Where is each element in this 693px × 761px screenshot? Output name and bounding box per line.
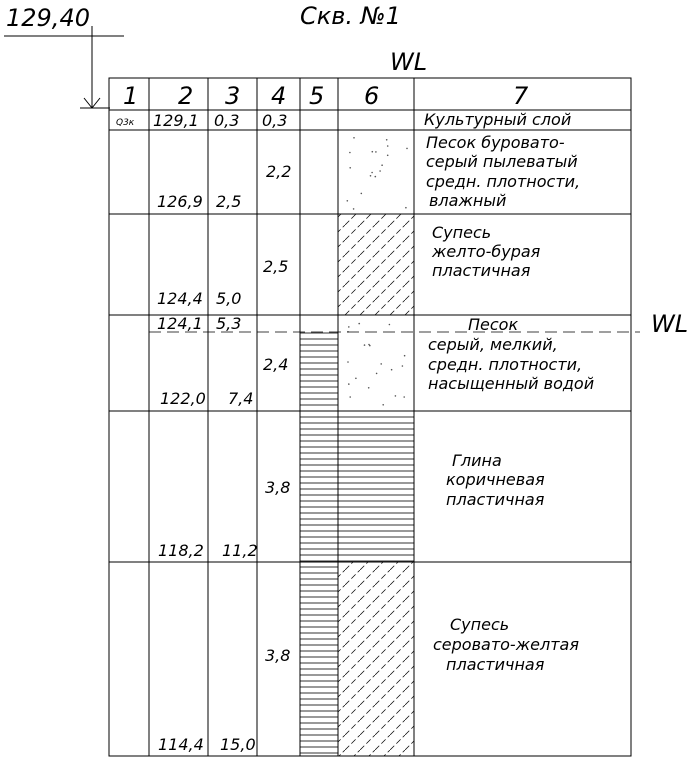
layer-5-elevation: 114,4 — [158, 735, 204, 754]
first-row-thickness: 0,3 — [262, 111, 287, 130]
sand-dot — [375, 151, 377, 153]
elevation-arrow-right — [91, 97, 101, 109]
header-col-2: 2 — [178, 82, 193, 110]
layer-2-elevation: 124,4 — [157, 289, 203, 308]
sand-dot — [363, 344, 366, 346]
sand-dot — [371, 150, 374, 153]
sand-dot — [375, 372, 378, 375]
layer-2-desc-line-1: Супесь — [432, 223, 491, 242]
header-col-3: 3 — [225, 82, 240, 110]
sand-dot — [358, 322, 361, 325]
layer-4-depth: 11,2 — [222, 541, 258, 560]
water-level-elevation: 124,1 — [157, 314, 203, 333]
sand-dot — [403, 396, 406, 398]
header-col-1: 1 — [123, 82, 138, 110]
layer-4-elevation: 118,2 — [158, 541, 204, 560]
wl-label-right: WL — [651, 310, 688, 338]
borehole-title: Скв. №1 — [300, 2, 401, 30]
wl-label-top: WL — [390, 48, 427, 76]
sand-dot — [405, 206, 407, 209]
layer-5-desc-line-1: Супесь — [450, 615, 509, 634]
log-table-frame — [108, 77, 632, 757]
layer-3-desc-line-3: средн. плотности, — [428, 355, 582, 374]
water-level-depth: 5,3 — [216, 314, 241, 333]
layer-1-desc-line-3: средн. плотности, — [426, 172, 580, 191]
first-row-depth: 0,3 — [214, 111, 239, 130]
sand-dot — [385, 139, 388, 141]
lithology-clay — [338, 411, 414, 562]
sand-dot — [379, 170, 381, 172]
first-row-description: Культурный слой — [424, 110, 571, 129]
sand-dot — [374, 175, 377, 178]
header-col-6: 6 — [364, 82, 379, 110]
sand-dot — [349, 151, 351, 154]
sand-dot — [386, 154, 389, 157]
elevation-top-label: 129,40 — [6, 4, 90, 32]
lithology-sandy-loam-2 — [338, 562, 414, 756]
layer-1-desc-line-1: Песок бурова­то- — [426, 133, 565, 152]
layer-4-desc-line-2: коричневая — [446, 470, 545, 489]
layer-3-thickness: 2,4 — [263, 355, 288, 374]
layer-3-desc-line-4: насыщенный водой — [428, 374, 594, 393]
water-saturation-column — [300, 332, 338, 756]
layer-3-desc-line-2: серый, мелкий, — [428, 335, 558, 354]
sand-dot — [381, 164, 383, 166]
sand-dot — [355, 377, 357, 380]
sand-dot — [382, 404, 385, 406]
header-col-7: 7 — [513, 82, 529, 110]
layer-5-desc-line-3: пластичная — [446, 655, 545, 674]
sand-dot — [348, 383, 350, 385]
layer-3-desc-line-1: Песок — [468, 315, 518, 334]
layer-1-desc-line-2: серый пылеватый — [426, 152, 578, 171]
sand-dot — [348, 326, 350, 328]
sand-dot — [388, 323, 391, 326]
layer-4-thickness: 3,8 — [265, 478, 290, 497]
sand-dot — [347, 361, 349, 363]
layer-1-desc-line-4: влажный — [429, 191, 506, 210]
layer-1-thickness: 2,2 — [266, 162, 291, 181]
layer-5-desc-line-2: серовато-желтая — [433, 635, 579, 654]
sand-dot — [406, 147, 408, 150]
sand-dot — [369, 344, 371, 347]
layer-1-depth: 2,5 — [216, 192, 241, 211]
layer-4-desc-line-3: пластичная — [446, 490, 545, 509]
first-row-elevation: 129,1 — [153, 111, 199, 130]
layer-4-desc-line-1: Глина — [452, 451, 502, 470]
layer-2-desc-line-2: желто-бурая — [431, 242, 541, 261]
header-col-5: 5 — [309, 82, 324, 110]
layer-2-desc-line-3: пластичная — [432, 261, 531, 280]
lithology-sandy-loam-1 — [338, 214, 414, 315]
layer-5-depth: 15,0 — [220, 735, 256, 754]
sand-dot — [346, 200, 349, 202]
layer-2-thickness: 2,5 — [263, 257, 288, 276]
sand-dot — [403, 354, 406, 357]
sand-dot — [380, 363, 383, 365]
sand-dot — [353, 137, 355, 139]
lithology-sand-2 — [347, 322, 406, 406]
sand-dot — [371, 171, 373, 174]
layer-5-thickness: 3,8 — [265, 646, 290, 665]
age-index: Q3к — [116, 118, 135, 128]
lithology-sand-1 — [346, 137, 408, 210]
sand-dot — [390, 368, 393, 371]
elevation-arrow-left — [83, 97, 93, 109]
sand-dot — [401, 365, 404, 367]
layer-3-elevation: 122,0 — [160, 389, 206, 408]
sand-dot — [386, 145, 389, 147]
layer-2-depth: 5,0 — [216, 289, 241, 308]
sand-dot — [352, 208, 355, 210]
sand-dot — [394, 395, 397, 397]
sand-dot — [349, 167, 352, 169]
header-col-4: 4 — [271, 82, 286, 110]
layer-3-depth: 7,4 — [228, 389, 253, 408]
sand-dot — [368, 343, 370, 346]
layer-1-elevation: 126,9 — [157, 192, 203, 211]
sand-dot — [349, 396, 352, 398]
sand-dot — [369, 175, 372, 177]
sand-dot — [367, 387, 370, 389]
sand-dot — [360, 192, 363, 195]
